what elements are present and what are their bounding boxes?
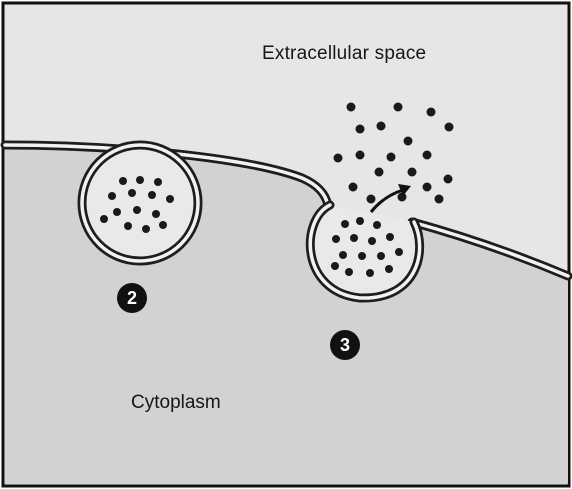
step-2-badge: 2 [117,283,147,313]
step-3-badge: 3 [330,330,360,360]
cytoplasm-label: Cytoplasm [131,392,221,414]
intracellular-vesicle [82,145,198,261]
extracellular-space-label: Extracellular space [262,43,426,65]
